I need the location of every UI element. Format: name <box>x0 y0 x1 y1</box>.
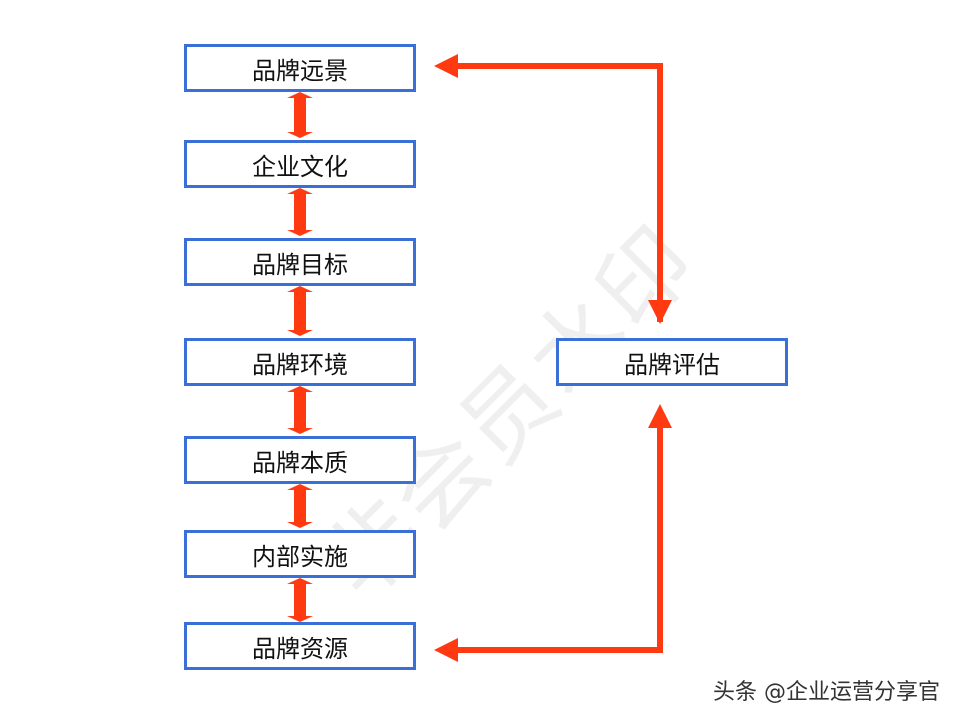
box-brand-resources: 品牌资源 <box>184 622 416 670</box>
double-arrow-5 <box>287 484 313 528</box>
bidirectional-arrows <box>287 92 313 622</box>
box-brand-evaluation: 品牌评估 <box>556 338 788 386</box>
box-corporate-culture: 企业文化 <box>184 140 416 188</box>
box-label: 品牌目标 <box>252 250 348 279</box>
box-brand-vision: 品牌远景 <box>184 44 416 92</box>
box-brand-essence: 品牌本质 <box>184 436 416 484</box>
box-brand-goal: 品牌目标 <box>184 238 416 286</box>
double-arrow-6 <box>287 578 313 622</box>
double-arrow-1 <box>287 92 313 138</box>
box-internal-implementation: 内部实施 <box>184 530 416 578</box>
box-label: 品牌本质 <box>252 448 348 477</box>
arrow-from-resources <box>440 404 672 653</box>
double-arrow-3 <box>287 286 313 336</box>
footer-credit: 头条 @企业运营分享官 <box>713 680 940 705</box>
box-label: 品牌环境 <box>252 350 348 379</box>
box-label: 内部实施 <box>252 542 348 571</box>
box-label: 企业文化 <box>252 152 348 181</box>
feedback-loop <box>434 54 672 662</box>
double-arrow-4 <box>287 386 313 434</box>
box-label: 品牌评估 <box>624 350 720 379</box>
double-arrow-2 <box>287 188 313 236</box>
box-brand-environment: 品牌环境 <box>184 338 416 386</box>
box-label: 品牌资源 <box>252 634 348 663</box>
arrow-to-vision <box>434 54 663 322</box>
box-label: 品牌远景 <box>252 56 348 85</box>
